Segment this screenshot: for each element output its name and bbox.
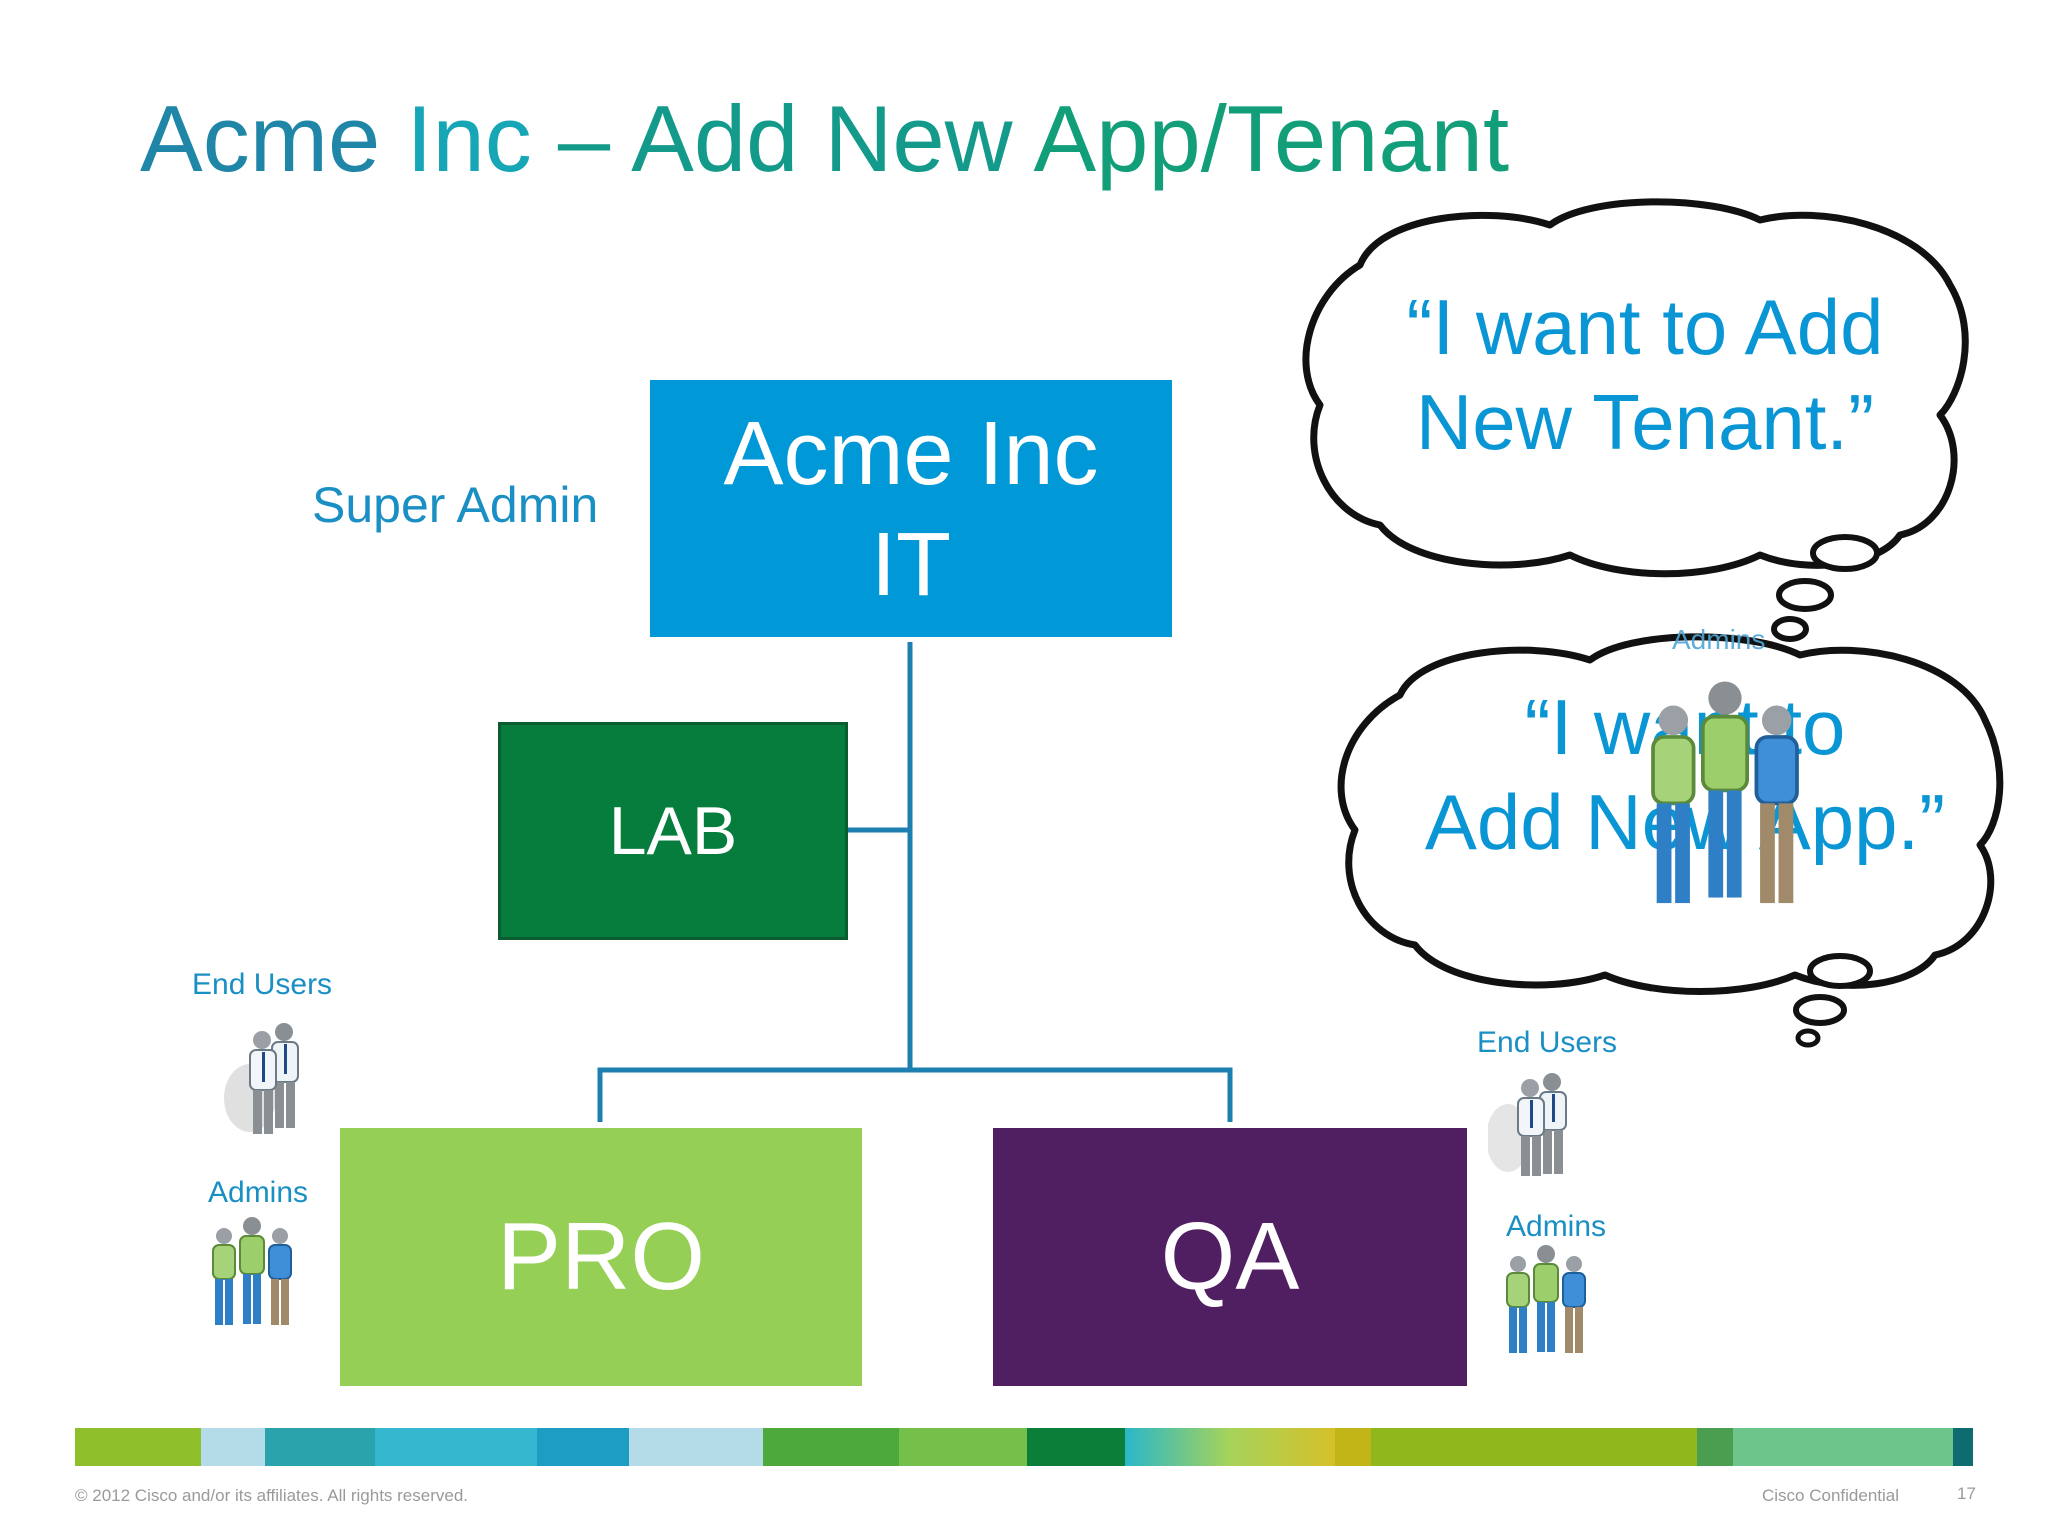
left-admins-label: Admins bbox=[208, 1176, 309, 1209]
end-users-icon bbox=[222, 1018, 322, 1138]
acme-it-box: Acme Inc IT bbox=[650, 380, 1172, 637]
lab-box: LAB bbox=[498, 722, 848, 940]
bubble-faint-admins-label: Admins bbox=[1672, 624, 1766, 655]
left-end-users-label: End Users bbox=[192, 968, 333, 1001]
footer-color-stripe bbox=[75, 1428, 1973, 1466]
super-admin-label: Super Admin bbox=[312, 477, 599, 533]
right-admins-label: Admins bbox=[1506, 1210, 1607, 1243]
footer-confidential: Cisco Confidential bbox=[1762, 1486, 1900, 1505]
admins-icon bbox=[1500, 1242, 1592, 1360]
right-end-users-label: End Users bbox=[1477, 1026, 1618, 1059]
bubble-top-text: “I want to Add New Tenant.” bbox=[1406, 283, 1884, 467]
end-users-icon bbox=[1488, 1068, 1588, 1180]
slide-title: Acme Inc – Add New App/Tenant bbox=[140, 86, 1510, 191]
pro-box: PRO bbox=[340, 1128, 862, 1386]
footer-copyright: © 2012 Cisco and/or its affiliates. All … bbox=[75, 1486, 469, 1505]
admins-icon bbox=[1640, 676, 1810, 916]
connector-branches bbox=[597, 1067, 1233, 1122]
footer-page-number: 17 bbox=[1957, 1484, 1976, 1503]
thought-bubble-top bbox=[1302, 198, 1969, 664]
qa-box: QA bbox=[993, 1128, 1467, 1386]
admins-icon bbox=[206, 1214, 298, 1332]
